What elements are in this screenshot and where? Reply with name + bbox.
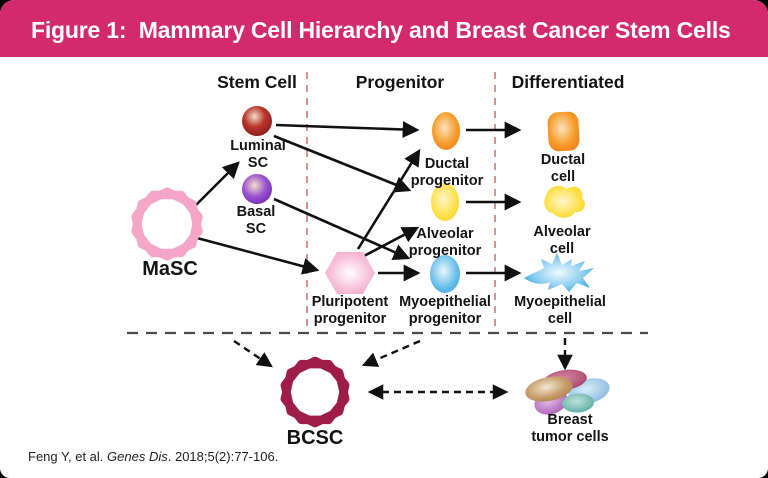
label-basal-sc: Basal SC (186, 204, 326, 237)
label-bcsc: BCSC (286, 427, 344, 449)
label-ductal-cell: Ductal cell (493, 152, 633, 185)
label-line: cell (547, 310, 573, 327)
myoepithelial-cell-shape (524, 253, 594, 292)
label-ductal-progenitor: Ductal progenitor (377, 156, 517, 189)
label-masc: MaSC (142, 258, 198, 280)
arrow-masc-to-stem-cells (192, 161, 240, 209)
arrow-pluripotent-to-ductal (356, 148, 421, 250)
luminal-sc-shape (242, 106, 272, 136)
bcsc-star-shape (285, 361, 345, 423)
label-line: Alveolar (533, 224, 591, 240)
arrow-pluripotent-to-alveolar (363, 226, 420, 258)
dashed-arrow-right-to-bcsc (361, 339, 421, 367)
pluripotent-progenitor-shape (325, 252, 375, 294)
column-header-differentiated: Differentiated (511, 72, 625, 92)
label-line: SC (247, 154, 269, 171)
arrow-luminal-to-alveolar (273, 134, 412, 193)
tumor-cell-tan (525, 376, 573, 402)
arrow-luminal-to-ductal (275, 121, 420, 138)
alveolar-progenitor-shape (431, 183, 459, 221)
alveolar-cell-shape (544, 185, 585, 218)
column-header-stem-cell: Stem Cell (217, 72, 297, 92)
label-line: Alveolar (416, 226, 474, 242)
label-line: progenitor (313, 310, 387, 327)
label-breast-tumor-cells: Breast tumor cells (500, 412, 640, 445)
label-line: Myoepithelial (514, 294, 606, 310)
ductal-progenitor-shape (432, 112, 460, 150)
dashed-arrow-left-to-bcsc (233, 340, 273, 368)
tumor-cell-teal (562, 393, 594, 413)
arrow-basal-to-myoepithelial (273, 197, 411, 260)
label-line: Myoepithelial (399, 294, 491, 310)
label-alveolar-cell: Alveolar cell (492, 224, 632, 257)
label-line: progenitor (408, 242, 482, 259)
label-line: Ductal (540, 152, 586, 168)
label-line: progenitor (410, 172, 484, 189)
label-line: Breast (547, 412, 593, 428)
label-line: cell (549, 240, 575, 257)
label-line: cell (550, 168, 576, 185)
label-myoepithelial-progenitor: Myoepithelial progenitor (375, 294, 515, 327)
label-line: progenitor (408, 310, 482, 327)
label-alveolar-progenitor: Alveolar progenitor (375, 226, 515, 259)
citation-journal: Genes Dis (107, 449, 168, 464)
breast-tumor-cells-shape (525, 369, 610, 415)
arrow-masc-to-pluripotent (196, 236, 320, 275)
citation-authors: Feng Y, et al. (28, 449, 108, 464)
citation-details: . 2018;5(2):77-106. (167, 449, 279, 464)
label-line: Ductal (424, 156, 470, 172)
ductal-cell-shape (547, 111, 580, 152)
basal-sc-shape (242, 174, 272, 204)
label-line: Pluripotent (311, 294, 389, 310)
citation: Feng Y, et al. Genes Dis. 2018;5(2):77-1… (28, 449, 278, 464)
myoepithelial-progenitor-shape (430, 255, 460, 293)
label-myoepithelial-cell: Myoepithelial cell (490, 294, 630, 327)
figure-title: Figure 1: Mammary Cell Hierarchy and Bre… (31, 17, 731, 43)
label-luminal-sc: Luminal SC (188, 138, 328, 171)
label-pluripotent-progenitor: Pluripotent progenitor (280, 294, 420, 327)
label-line: tumor cells (531, 428, 609, 445)
label-line: Basal (236, 204, 276, 220)
figure-header: Figure 1: Mammary Cell Hierarchy and Bre… (0, 0, 768, 57)
label-line: Luminal (230, 138, 286, 154)
label-line: SC (245, 220, 267, 237)
column-header-progenitor: Progenitor (355, 72, 445, 92)
